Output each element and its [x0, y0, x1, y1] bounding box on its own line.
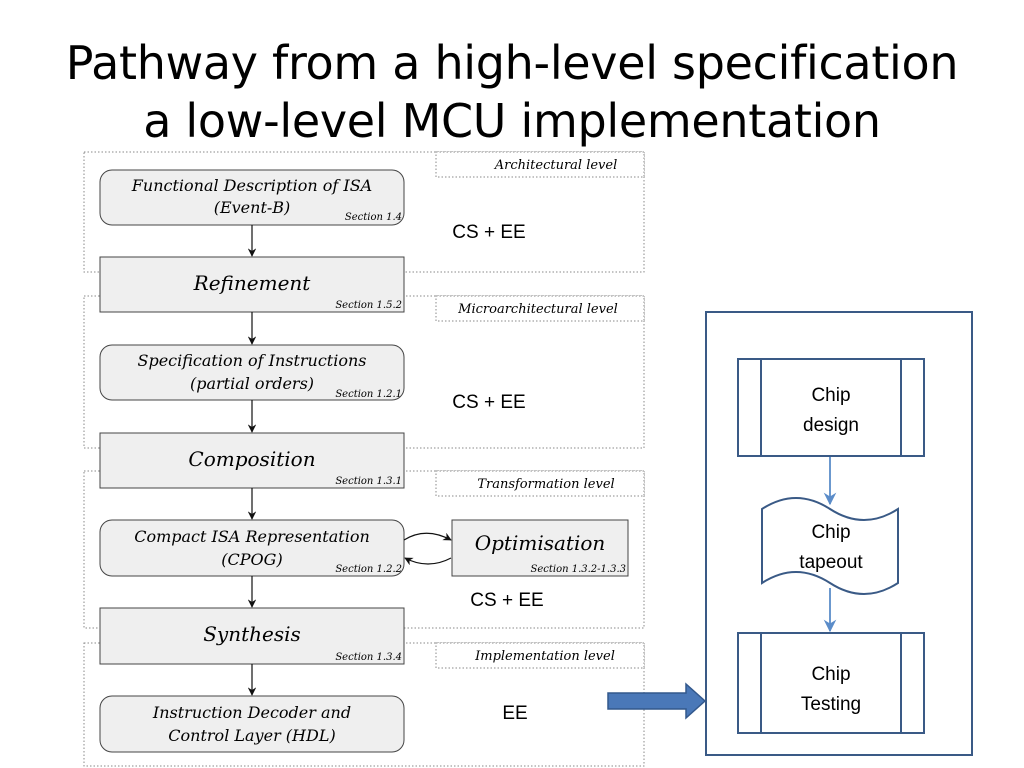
slide-title: Pathway from a high-level specification …: [0, 34, 1024, 150]
synthesis-label: Synthesis: [203, 622, 301, 646]
big-right-arrow: [607, 682, 707, 720]
annotation-implementation: EE: [502, 703, 527, 724]
functional-description-section: Section 1.4: [345, 212, 402, 223]
synthesis-section: Section 1.3.4: [335, 652, 402, 663]
synthesis-box: Synthesis Section 1.3.4: [99, 607, 405, 665]
chip-testing-line1: Chip: [811, 664, 850, 685]
refinement-box: Refinement Section 1.5.2: [99, 256, 405, 313]
optimisation-box: Optimisation Section 1.3.2-1.3.3: [451, 519, 629, 577]
architectural-level-label: Architectural level: [494, 158, 618, 173]
annotation-transformation: CS + EE: [470, 590, 543, 611]
compact-isa-section: Section 1.2.2: [335, 564, 402, 575]
level-label-microarchitectural: Microarchitectural level: [435, 295, 645, 322]
chip-tapeout-line2: tapeout: [799, 552, 863, 573]
specification-box: Specification of Instructions (partial o…: [99, 344, 405, 401]
instruction-decoder-line2: Control Layer (HDL): [168, 726, 335, 745]
chip-design-line2: design: [803, 415, 859, 436]
chip-testing-line2: Testing: [801, 694, 861, 715]
functional-description-box: Functional Description of ISA (Event-B) …: [99, 169, 405, 226]
annotation-architectural: CS + EE: [452, 222, 525, 243]
refinement-section: Section 1.5.2: [335, 300, 402, 311]
functional-description-line2: (Event-B): [214, 198, 291, 217]
annotation-microarchitectural: CS + EE: [452, 392, 525, 413]
level-label-architectural: Architectural level: [435, 151, 645, 178]
level-label-transformation: Transformation level: [435, 470, 645, 497]
transformation-level-label: Transformation level: [477, 477, 614, 492]
composition-label: Composition: [188, 447, 315, 471]
specification-line2: (partial orders): [190, 374, 314, 393]
instruction-decoder-box: Instruction Decoder and Control Layer (H…: [99, 695, 405, 753]
specification-line1: Specification of Instructions: [137, 351, 366, 370]
slide-title-line2: a low-level MCU implementation: [143, 94, 881, 148]
arrow-compact-to-optimisation: [403, 532, 452, 541]
implementation-level-label: Implementation level: [474, 649, 615, 664]
compact-isa-line2: (CPOG): [221, 550, 282, 569]
optimisation-section: Section 1.3.2-1.3.3: [531, 564, 627, 575]
chip-testing-box: Chip Testing: [737, 632, 925, 734]
microarchitectural-level-label: Microarchitectural level: [457, 302, 618, 317]
chip-design-line1: Chip: [811, 385, 850, 406]
specification-section: Section 1.2.1: [335, 389, 402, 400]
compact-isa-box: Compact ISA Representation (CPOG) Sectio…: [99, 519, 405, 577]
optimisation-label: Optimisation: [475, 531, 606, 555]
slide-title-line1: Pathway from a high-level specification: [65, 36, 959, 90]
chip-tapeout-line1: Chip: [811, 522, 850, 543]
refinement-label: Refinement: [193, 271, 312, 295]
compact-isa-line1: Compact ISA Representation: [134, 527, 370, 546]
composition-section: Section 1.3.1: [335, 476, 402, 487]
arrow-optimisation-to-compact: [404, 557, 452, 566]
instruction-decoder-line1: Instruction Decoder and: [152, 703, 351, 722]
chip-design-box: Chip design: [737, 358, 925, 457]
composition-box: Composition Section 1.3.1: [99, 432, 405, 489]
chip-tapeout-shape: Chip tapeout: [761, 497, 899, 595]
functional-description-line1: Functional Description of ISA: [131, 176, 372, 195]
level-label-implementation: Implementation level: [435, 642, 645, 669]
